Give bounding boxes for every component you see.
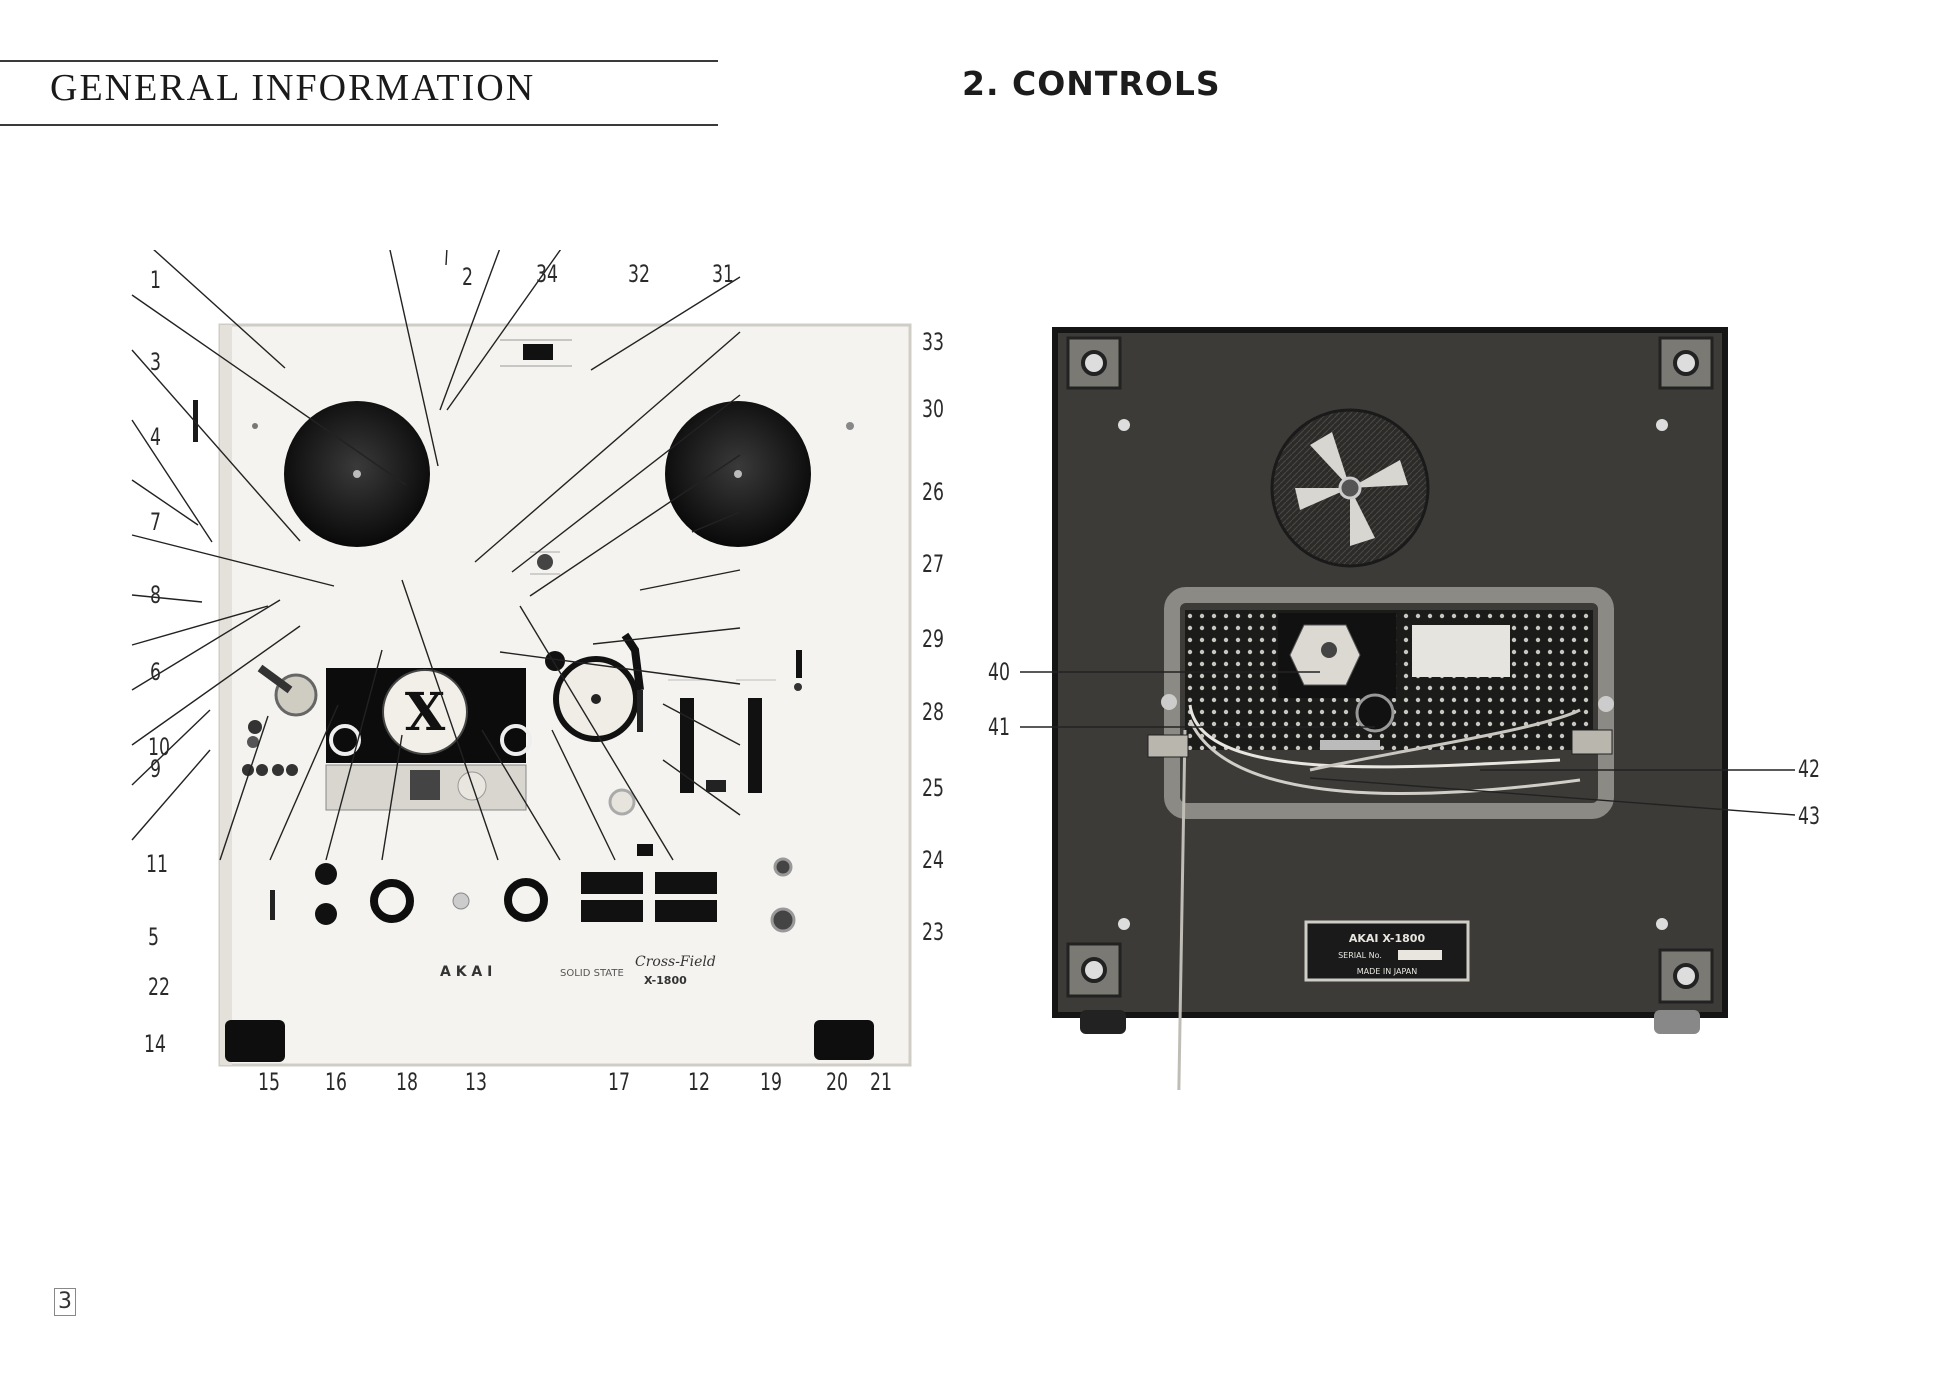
key-2 — [655, 872, 717, 894]
callout-label: 12 — [688, 1070, 710, 1094]
key-1 — [581, 872, 643, 894]
callout-label: 3 — [150, 350, 161, 374]
front-panel-figure: X A K A I SOLID STATE Cross-Field X-1800 — [120, 250, 960, 1130]
key-3 — [581, 900, 643, 922]
callout-label: 34 — [536, 262, 558, 286]
svg-text:Cross-Field: Cross-Field — [635, 954, 716, 970]
svg-text:SOLID STATE: SOLID STATE — [560, 968, 624, 979]
callout-label: 43 — [1798, 804, 1820, 828]
callout-label: 32 — [628, 262, 650, 286]
svg-text:AKAI X-1800: AKAI X-1800 — [1349, 932, 1426, 945]
header-rule-top — [0, 60, 718, 62]
callout-label: 6 — [150, 660, 161, 684]
callout-label: 23 — [922, 920, 944, 944]
svg-text:MADE IN JAPAN: MADE IN JAPAN — [1357, 967, 1417, 976]
input-knob-left — [374, 883, 410, 919]
page-number: 3 — [54, 1288, 76, 1316]
section-title: GENERAL INFORMATION — [50, 66, 535, 110]
chapter-heading: 2. CONTROLS — [962, 64, 1221, 103]
callout-label: 20 — [826, 1070, 848, 1094]
callout-label: 2 — [462, 265, 473, 289]
callout-label: 7 — [150, 510, 161, 534]
callout-label: 16 — [325, 1070, 347, 1094]
callout-label: 14 — [144, 1032, 166, 1056]
key-4 — [655, 900, 717, 922]
callout-label: 41 — [988, 715, 1010, 739]
callout-label: 26 — [922, 480, 944, 504]
rear-panel-figure: AKAI X-1800 SERIAL No. MADE IN JAPAN — [980, 310, 1840, 1090]
callout-label: 1 — [150, 268, 161, 292]
callout-label: 25 — [922, 776, 944, 800]
callout-label: 17 — [608, 1070, 630, 1094]
fuse-holder — [1357, 695, 1393, 731]
callout-label: 11 — [146, 852, 168, 876]
input-knob-right — [508, 882, 544, 918]
svg-text:A K A I: A K A I — [440, 964, 492, 980]
slider-right — [748, 698, 762, 793]
foot-left — [225, 1020, 285, 1062]
balance-knob — [453, 893, 469, 909]
callout-label: 13 — [465, 1070, 487, 1094]
foot-right — [814, 1020, 874, 1060]
callout-label: 24 — [922, 848, 944, 872]
svg-text:X-1800: X-1800 — [644, 974, 687, 987]
callout-label: 22 — [148, 975, 170, 999]
slide-switch — [523, 344, 553, 360]
callout-label: 33 — [922, 330, 944, 354]
callout-label: 28 — [922, 700, 944, 724]
callout-label: 19 — [760, 1070, 782, 1094]
callout-label: 42 — [1798, 757, 1820, 781]
callout-label: 31 — [712, 262, 734, 286]
callout-label: 40 — [988, 660, 1010, 684]
callout-label: 30 — [922, 397, 944, 421]
callout-label: 5 — [148, 925, 159, 949]
header-rule-bottom — [0, 124, 718, 126]
callout-label: 15 — [258, 1070, 280, 1094]
callout-label: 29 — [922, 627, 944, 651]
callout-label: 27 — [922, 552, 944, 576]
callout-label: 9 — [150, 757, 161, 781]
callout-label: 4 — [150, 425, 161, 449]
callout-label: 8 — [150, 583, 161, 607]
callout-label: 18 — [396, 1070, 418, 1094]
callout-label: 21 — [870, 1070, 892, 1094]
svg-text:SERIAL No.: SERIAL No. — [1338, 951, 1382, 960]
slider-left — [680, 698, 694, 793]
